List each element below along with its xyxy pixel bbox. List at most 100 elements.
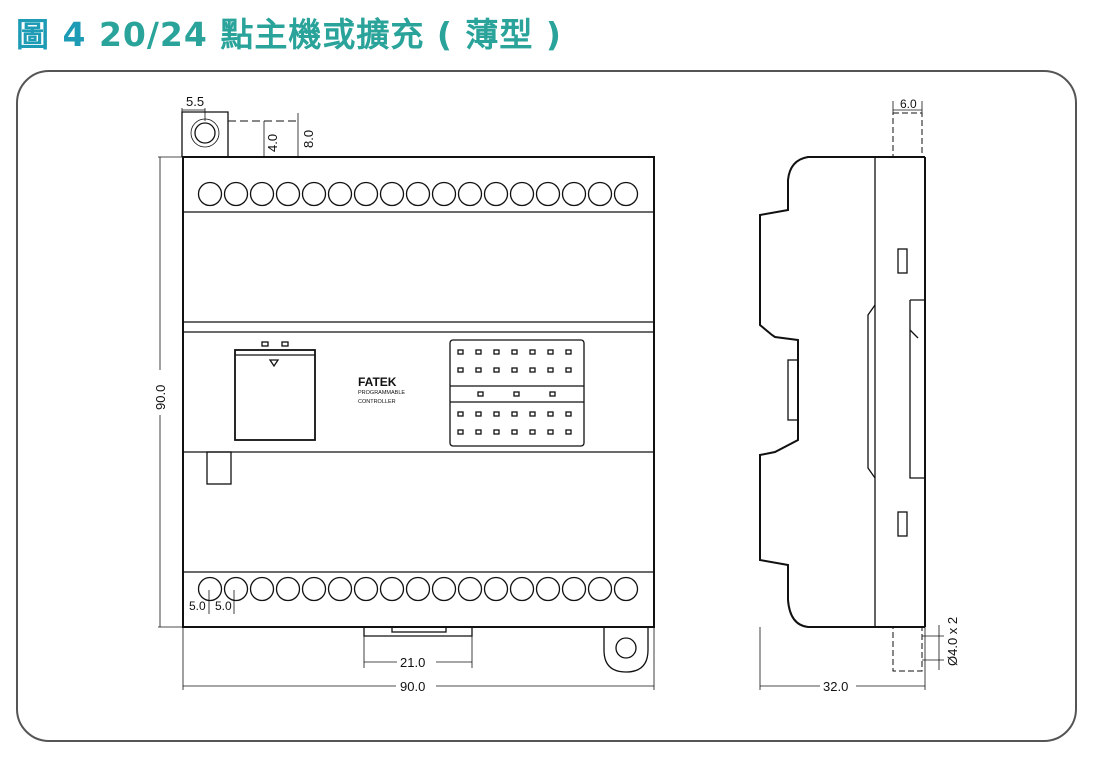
io-led bbox=[475, 411, 482, 417]
terminal-screw bbox=[197, 576, 223, 602]
dim-pitch-1: 5.0 bbox=[189, 599, 206, 613]
terminal-screw bbox=[587, 181, 613, 207]
brand-sub-2: CONTROLLER bbox=[358, 399, 396, 405]
io-led bbox=[547, 429, 554, 435]
terminal-screw bbox=[431, 181, 457, 207]
side-slot-bottom bbox=[897, 511, 908, 537]
io-led bbox=[457, 349, 464, 355]
terminal-screw bbox=[379, 576, 405, 602]
led-2 bbox=[281, 341, 289, 347]
terminal-screw bbox=[327, 181, 353, 207]
terminal-screw bbox=[249, 576, 275, 602]
top-mount-hole bbox=[194, 122, 216, 144]
brand-name: FATEK bbox=[358, 375, 397, 389]
terminal-screw bbox=[483, 576, 509, 602]
display-window bbox=[234, 349, 316, 441]
terminal-screw bbox=[587, 576, 613, 602]
dim-depth: 32.0 bbox=[823, 679, 848, 694]
terminal-screw bbox=[327, 576, 353, 602]
io-led bbox=[493, 429, 500, 435]
dim-top-offset: 5.5 bbox=[186, 94, 204, 109]
io-led bbox=[475, 367, 482, 373]
top-terminal-row bbox=[197, 181, 639, 207]
io-led bbox=[529, 367, 536, 373]
io-led bbox=[511, 367, 518, 373]
terminal-screw bbox=[405, 181, 431, 207]
terminal-screw bbox=[223, 576, 249, 602]
terminal-screw bbox=[457, 576, 483, 602]
side-slot-top bbox=[897, 248, 908, 274]
terminal-screw bbox=[483, 181, 509, 207]
io-led bbox=[457, 367, 464, 373]
terminal-screw bbox=[613, 576, 639, 602]
figure-title: 圖 4 20/24 點主機或擴充 ( 薄型 ) bbox=[16, 10, 562, 60]
brand-sub-1: PROGRAMMABLE bbox=[358, 390, 405, 396]
terminal-screw bbox=[535, 576, 561, 602]
io-led bbox=[529, 349, 536, 355]
terminal-screw bbox=[509, 181, 535, 207]
side-view bbox=[759, 101, 944, 690]
terminal-screw bbox=[197, 181, 223, 207]
io-led bbox=[565, 349, 572, 355]
terminal-screw bbox=[249, 181, 275, 207]
io-led bbox=[513, 391, 520, 397]
io-led bbox=[565, 367, 572, 373]
io-led bbox=[511, 349, 518, 355]
bottom-mount-hole bbox=[615, 637, 637, 659]
terminal-screw bbox=[379, 181, 405, 207]
io-led bbox=[457, 429, 464, 435]
dim-width: 90.0 bbox=[400, 679, 425, 694]
io-led bbox=[565, 429, 572, 435]
terminal-screw bbox=[301, 576, 327, 602]
din-rail-clip bbox=[363, 627, 473, 637]
triangle-mark-icon bbox=[268, 359, 280, 368]
terminal-screw bbox=[535, 181, 561, 207]
side-top-tab bbox=[892, 112, 923, 158]
terminal-screw bbox=[431, 576, 457, 602]
drawing-frame bbox=[16, 70, 1077, 742]
figure-caption: 20/24 點主機或擴充 ( 薄型 ) bbox=[98, 15, 562, 54]
io-led bbox=[529, 429, 536, 435]
io-led bbox=[549, 391, 556, 397]
bottom-mount-ear bbox=[603, 627, 649, 673]
terminal-screw bbox=[561, 576, 587, 602]
io-led bbox=[493, 367, 500, 373]
bottom-terminal-row bbox=[197, 576, 639, 602]
terminal-screw bbox=[561, 181, 587, 207]
dim-tab: 6.0 bbox=[900, 97, 917, 111]
side-bottom-tab bbox=[892, 626, 923, 672]
io-indicator-panel bbox=[449, 339, 585, 447]
io-led bbox=[529, 411, 536, 417]
dim-pitch-2: 5.0 bbox=[215, 599, 232, 613]
side-body bbox=[759, 156, 925, 628]
io-led bbox=[475, 349, 482, 355]
io-led bbox=[493, 411, 500, 417]
io-led bbox=[547, 349, 554, 355]
figure-number: 圖 4 bbox=[16, 15, 87, 54]
io-led bbox=[477, 391, 484, 397]
terminal-screw bbox=[223, 181, 249, 207]
dim-rail-width: 21.0 bbox=[400, 655, 425, 670]
port-cover bbox=[206, 451, 232, 485]
terminal-screw bbox=[275, 181, 301, 207]
dim-hole: Ø4.0 x 2 bbox=[945, 617, 960, 666]
terminal-screw bbox=[353, 181, 379, 207]
dim-mount-b: 8.0 bbox=[301, 130, 316, 148]
front-view bbox=[158, 108, 655, 690]
terminal-screw bbox=[613, 181, 639, 207]
terminal-screw bbox=[509, 576, 535, 602]
led-1 bbox=[261, 341, 269, 347]
dim-height: 90.0 bbox=[153, 385, 168, 410]
io-led bbox=[565, 411, 572, 417]
terminal-screw bbox=[457, 181, 483, 207]
io-led bbox=[547, 411, 554, 417]
io-led bbox=[493, 349, 500, 355]
io-led bbox=[457, 411, 464, 417]
terminal-screw bbox=[301, 181, 327, 207]
io-led bbox=[511, 411, 518, 417]
io-led-grid bbox=[457, 349, 572, 435]
io-led bbox=[511, 429, 518, 435]
io-led bbox=[475, 429, 482, 435]
io-led bbox=[547, 367, 554, 373]
